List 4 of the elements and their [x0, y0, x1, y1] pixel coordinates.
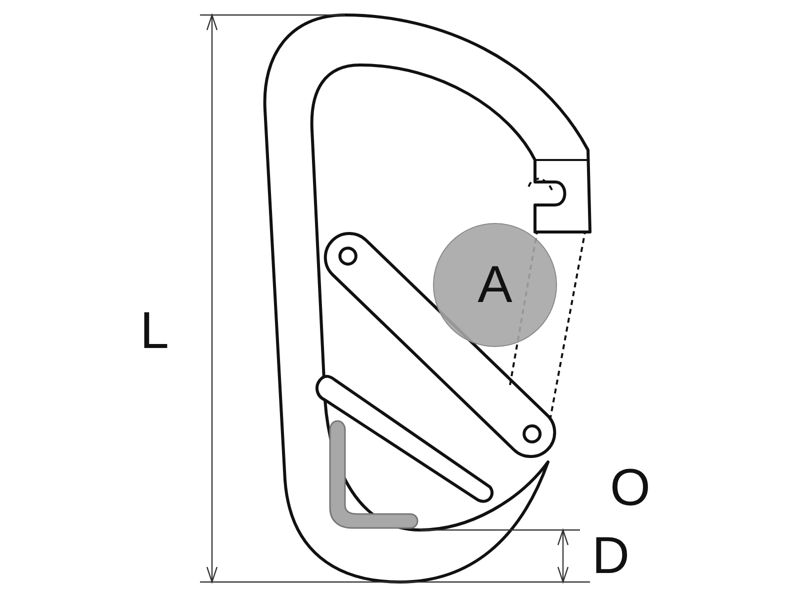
dimension-label: O — [610, 462, 650, 514]
dimension-label: D — [592, 530, 630, 582]
detail-letter: A — [478, 259, 512, 311]
dimension-label: L — [140, 305, 169, 357]
